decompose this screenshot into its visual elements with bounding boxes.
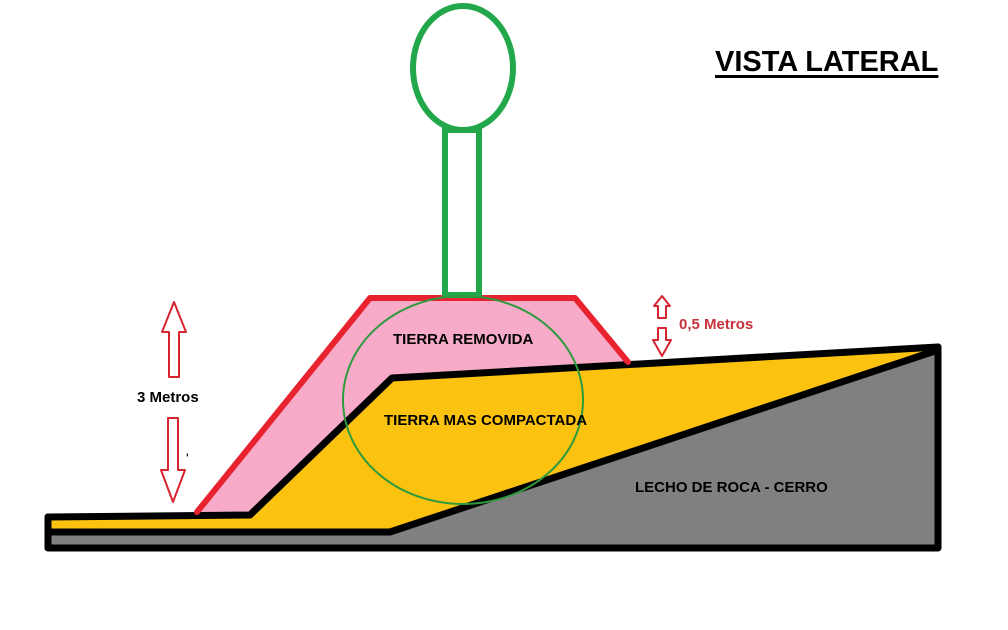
compacted-soil-label: TIERRA MAS COMPACTADA: [384, 412, 588, 429]
stray-mark: ': [186, 450, 189, 466]
tree-trunk: [442, 127, 482, 298]
bedrock-label: LECHO DE ROCA - CERRO: [635, 479, 828, 496]
tree-crown: [410, 3, 516, 133]
height-3m-arrows: [160, 301, 187, 503]
down-arrow-icon: [652, 327, 672, 357]
page-title: VISTA LATERAL: [715, 46, 939, 78]
down-arrow-icon: [160, 417, 186, 503]
height-05m-arrows: [652, 295, 672, 357]
ground-outline: [44, 343, 942, 552]
up-arrow-icon: [161, 301, 187, 378]
tree-icon: [410, 3, 516, 298]
removed-soil-label: TIERRA REMOVIDA: [393, 331, 534, 348]
bedrock-hill: [48, 350, 940, 550]
height-3m-label: 3 Metros: [137, 389, 199, 406]
root-zone-circle: [342, 295, 584, 505]
up-arrow-icon: [653, 295, 671, 319]
height-05m-label: 0,5 Metros: [679, 316, 754, 333]
compacted-soil-layer: [48, 350, 938, 533]
